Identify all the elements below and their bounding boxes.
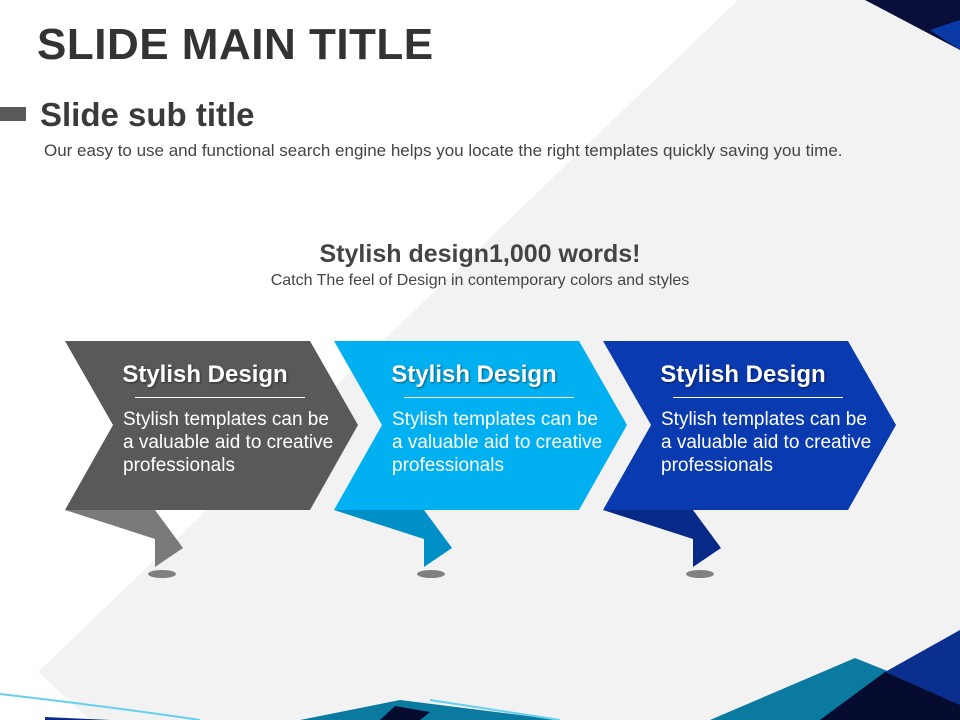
arrow-card-3: Stylish Design Stylish templates can be … xyxy=(603,341,903,581)
card-divider xyxy=(135,397,305,398)
arrow-shape xyxy=(334,341,627,578)
arrow-card-1: Stylish Design Stylish templates can be … xyxy=(65,341,365,581)
top-right-blue-shape xyxy=(930,20,960,50)
arrow-shape xyxy=(603,341,896,578)
card-divider xyxy=(673,397,843,398)
arrow-card-2: Stylish Design Stylish templates can be … xyxy=(334,341,634,581)
card-title: Stylish Design xyxy=(122,361,288,388)
description: Our easy to use and functional search en… xyxy=(44,141,843,160)
subtitle-accent-bar xyxy=(0,107,26,121)
card-body: Stylish templates can be a valuable aid … xyxy=(123,409,334,476)
light-blue-line-left xyxy=(0,693,201,720)
card-title: Stylish Design xyxy=(391,361,557,388)
card-body: Stylish templates can be a valuable aid … xyxy=(661,409,872,476)
center-title: Stylish design1,000 words! xyxy=(319,240,641,268)
bottom-center-dark xyxy=(380,706,430,720)
light-blue-line-center xyxy=(429,699,561,720)
top-right-dark-shape xyxy=(865,0,960,50)
card-title: Stylish Design xyxy=(660,361,826,388)
card-divider xyxy=(404,397,574,398)
bottom-right-dark xyxy=(820,672,960,720)
card-body: Stylish templates can be a valuable aid … xyxy=(392,409,603,476)
arrow-shape xyxy=(65,341,358,578)
sub-title: Slide sub title xyxy=(40,96,255,133)
center-subtitle: Catch The feel of Design in contemporary… xyxy=(270,272,690,289)
bottom-left-blue xyxy=(45,717,110,720)
main-title: SLIDE MAIN TITLE xyxy=(37,20,434,69)
bottom-center-teal xyxy=(300,700,560,720)
